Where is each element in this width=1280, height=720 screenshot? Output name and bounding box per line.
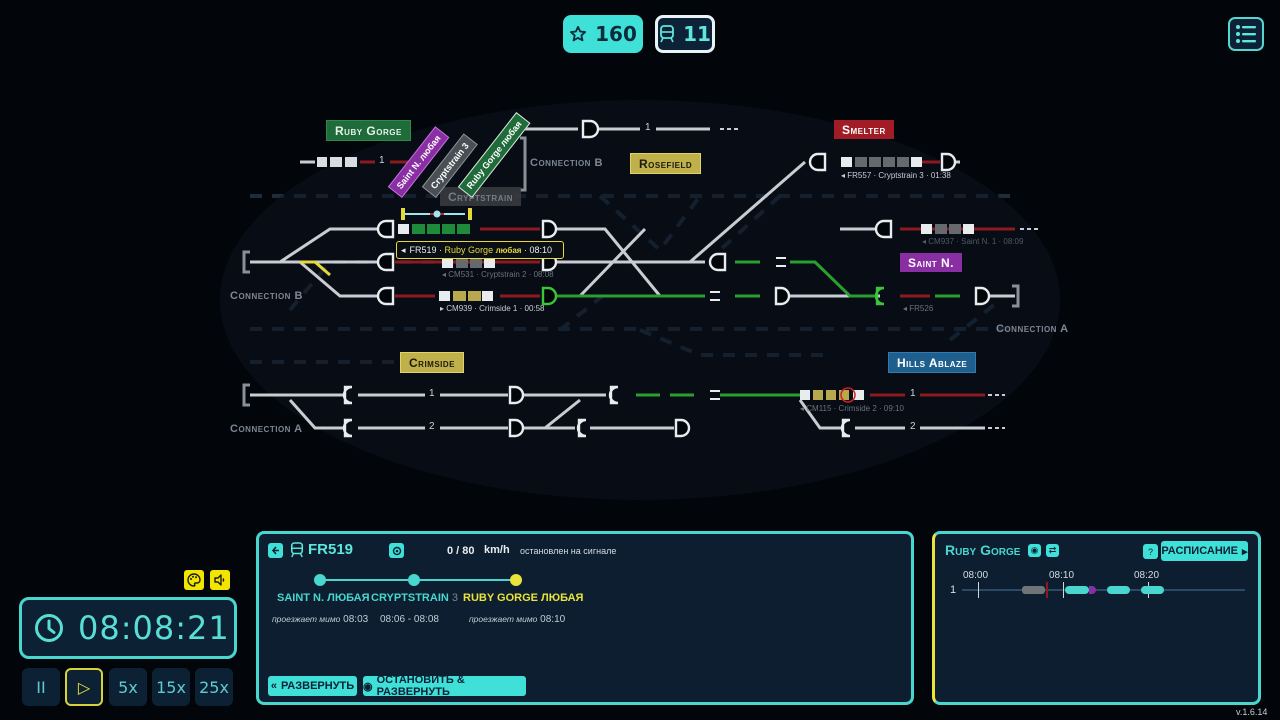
train-label[interactable]: ▸ CM939 · Crimside 1 · 00:58: [440, 304, 545, 313]
stop-time: проезжает мимо 08:03: [272, 614, 369, 625]
eye-icon: ◉: [1030, 545, 1039, 555]
tooltip-train: FR519: [409, 245, 437, 255]
connection-b-label: Connection B: [230, 290, 303, 302]
station-label-rosefield[interactable]: Rosefield: [630, 153, 702, 174]
track-number: 2: [429, 421, 435, 432]
station-label-crimside[interactable]: Crimside: [400, 352, 465, 373]
station-name: Ruby Gorge: [945, 542, 1021, 558]
track-number: 1: [910, 388, 916, 399]
stop-and-reverse-button[interactable]: ◉ОСТАНОВИТЬ & РАЗВЕРНУТЬ: [363, 674, 526, 698]
train-speed: 0 / 80: [447, 545, 475, 557]
sound-button[interactable]: [210, 570, 230, 590]
star-icon: [570, 25, 587, 42]
station-label-ruby-gorge[interactable]: Ruby Gorge: [326, 120, 411, 141]
speed-15x-button[interactable]: 15x: [152, 668, 190, 706]
speed-unit: km/h: [484, 544, 510, 556]
timeline-event[interactable]: [1107, 586, 1130, 594]
timeline-now-marker: [1046, 582, 1048, 598]
tooltip-platform: любая: [495, 245, 522, 255]
list-menu-icon: [1236, 25, 1256, 43]
timeline-tick: 08:20: [1134, 570, 1160, 581]
clock-icon: [35, 614, 63, 642]
question-icon: ?: [1147, 546, 1153, 557]
stars-value: 160: [595, 22, 637, 46]
back-button[interactable]: [268, 543, 283, 558]
timeline-track-number: 1: [950, 584, 957, 596]
train-label[interactable]: ◂ CM937 · Saint N. 1 · 08:09: [922, 237, 1024, 246]
stop-time: 08:06 - 08:08: [380, 614, 439, 625]
arrow-left-icon: [271, 546, 279, 555]
stop-dot-current: [510, 574, 522, 586]
timeline-event[interactable]: [1065, 586, 1089, 594]
tick-mark: [1063, 582, 1064, 598]
station-locate-button[interactable]: ◉: [1028, 544, 1041, 557]
reverse-button[interactable]: «РАЗВЕРНУТЬ: [268, 676, 357, 696]
timeline-event[interactable]: [1141, 586, 1164, 594]
help-button[interactable]: ?: [1143, 544, 1158, 559]
timeline-tick: 08:00: [963, 570, 989, 581]
locate-train-button[interactable]: [389, 543, 404, 558]
speaker-icon: [214, 574, 225, 586]
train-label[interactable]: ◂ CM115 · Crimside 2 · 09:10: [800, 404, 904, 413]
tick-mark: [978, 582, 979, 598]
trains-counter: 11: [655, 15, 715, 53]
connection-a-label: Connection A: [996, 323, 1069, 335]
stars-counter: 160: [563, 15, 643, 53]
train-id: FR519: [308, 541, 354, 558]
station-label-cryptstrain-faded[interactable]: Cryptstrain: [440, 187, 521, 206]
tooltip-destination: Ruby Gorge: [444, 245, 494, 255]
play-small-icon: ▸: [1242, 545, 1248, 558]
version-label: v.1.6.14: [1236, 707, 1268, 717]
train-tooltip: ◂ FR519 · Ruby Gorge любая · 08:10: [396, 241, 564, 259]
train-status: остановлен на сигнале: [520, 546, 617, 556]
stop-circle-icon: ◉: [363, 680, 373, 693]
timeline-event-marker: [1089, 586, 1096, 594]
connection-a-label: Connection A: [230, 423, 303, 435]
palette-button[interactable]: [184, 570, 204, 590]
schedule-button[interactable]: РАСПИСАНИЕ▸: [1161, 541, 1248, 561]
pause-button[interactable]: II: [22, 668, 60, 706]
station-label-hills-ablaze[interactable]: Hills Ablaze: [888, 352, 977, 373]
stop-cryptstrain[interactable]: CRYPTSTRAIN 3: [371, 592, 459, 604]
timeline-event-departed[interactable]: [1022, 586, 1045, 594]
speed-5x-button[interactable]: 5x: [109, 668, 147, 706]
stop-saint-n[interactable]: SAINT N. ЛЮБАЯ: [277, 592, 370, 604]
stop-time: проезжает мимо 08:10: [469, 614, 566, 625]
train-label[interactable]: ◂ FR526: [903, 304, 934, 313]
speed-25x-button[interactable]: 25x: [195, 668, 233, 706]
play-button[interactable]: ▷: [65, 668, 103, 706]
swap-button[interactable]: ⇄: [1046, 544, 1059, 557]
station-label-saint-n[interactable]: Saint N.: [900, 253, 963, 272]
track-number: 1: [379, 155, 385, 166]
track-layout: [220, 100, 1060, 500]
target-icon: [392, 546, 401, 555]
train-icon: [290, 542, 304, 558]
train-label[interactable]: ◂ CM531 · Cryptstrain 2 · 08:08: [442, 270, 554, 279]
stop-dot: [408, 574, 420, 586]
track-number: 2: [910, 421, 916, 432]
connection-b-label: Connection B: [530, 157, 603, 169]
palette-icon: [187, 573, 201, 587]
double-chevron-left-icon: «: [270, 680, 277, 692]
timeline-tick: 08:10: [1049, 570, 1075, 581]
game-clock: 08:08:21: [19, 597, 237, 659]
rail-map[interactable]: Ruby Gorge Smelter Rosefield Saint N. Cr…: [0, 70, 1280, 530]
stop-ruby-gorge[interactable]: RUBY GORGE ЛЮБАЯ: [463, 592, 584, 604]
train-icon: [660, 25, 674, 43]
station-label-smelter[interactable]: Smelter: [834, 120, 894, 139]
swap-icon: ⇄: [1048, 545, 1057, 555]
trains-value: 11: [683, 22, 711, 46]
train-label[interactable]: ◂ FR557 · Cryptstrain 3 · 01:38: [841, 171, 951, 180]
tooltip-time: 08:10: [529, 245, 552, 255]
track-number: 1: [645, 122, 651, 133]
track-number: 1: [429, 388, 435, 399]
timeline-track: [962, 589, 1245, 591]
stop-dot: [314, 574, 326, 586]
menu-button[interactable]: [1228, 17, 1264, 51]
clock-time: 08:08:21: [78, 609, 230, 647]
